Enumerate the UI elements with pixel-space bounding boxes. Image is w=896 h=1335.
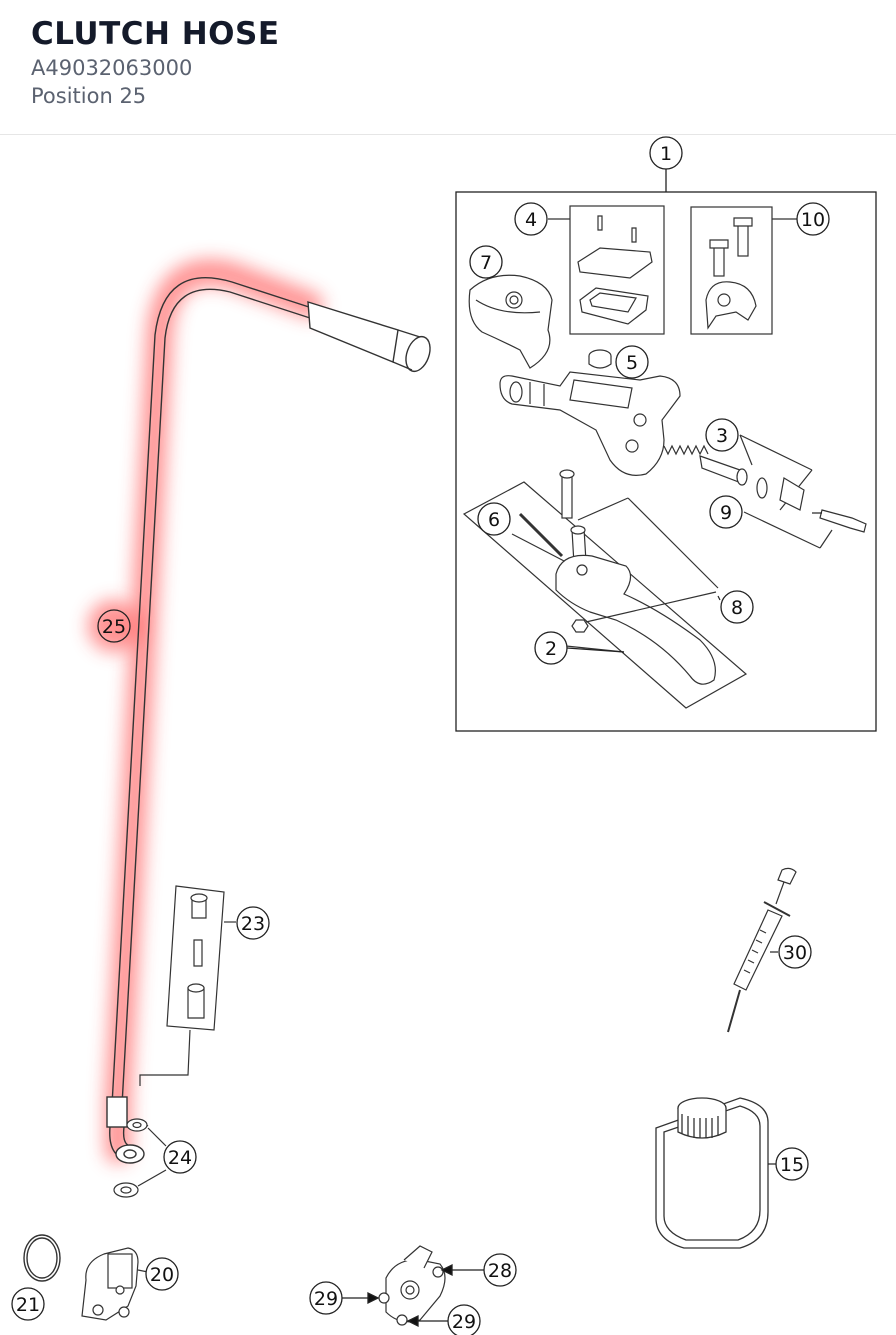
sealing-washers[interactable] — [113, 1118, 167, 1198]
lever-cover[interactable] — [468, 274, 553, 369]
svg-text:20: 20 — [150, 1264, 174, 1286]
hydraulic-fluid-can[interactable] — [655, 1097, 769, 1249]
svg-text:1: 1 — [660, 143, 672, 165]
callout-29-bottom[interactable]: 29 — [447, 1304, 481, 1335]
callout-9[interactable]: 9 — [709, 495, 743, 529]
callout-15[interactable]: 15 — [775, 1147, 809, 1181]
master-cylinder-assembly-box — [455, 168, 877, 732]
svg-text:4: 4 — [525, 209, 537, 231]
callout-28[interactable]: 28 — [483, 1253, 517, 1287]
callout-5[interactable]: 5 — [615, 345, 649, 379]
callout-21[interactable]: 21 — [11, 1287, 45, 1321]
reservoir-cover-kit[interactable] — [548, 205, 665, 335]
slave-cylinder[interactable] — [81, 1247, 149, 1321]
svg-text:6: 6 — [488, 509, 500, 531]
svg-text:7: 7 — [480, 252, 492, 274]
callout-8[interactable]: 8 — [720, 590, 754, 624]
svg-text:30: 30 — [783, 942, 807, 964]
callout-6[interactable]: 6 — [477, 502, 511, 536]
svg-text:28: 28 — [488, 1260, 512, 1282]
reservoir-cap[interactable] — [588, 349, 612, 369]
push-rod[interactable] — [743, 509, 867, 549]
svg-text:21: 21 — [16, 1294, 40, 1316]
callout-3[interactable]: 3 — [705, 418, 739, 452]
bolt-pointers — [342, 1263, 484, 1328]
svg-text:29: 29 — [452, 1311, 476, 1333]
syringe[interactable] — [727, 867, 797, 1033]
bleed-fitting-kit[interactable] — [129, 885, 236, 1127]
callout-10[interactable]: 10 — [796, 202, 830, 236]
callout-1[interactable]: 1 — [649, 136, 683, 170]
svg-text:15: 15 — [780, 1154, 804, 1176]
header: CLUTCH HOSE A49032063000 Position 25 — [0, 0, 896, 135]
clamp-kit[interactable] — [690, 206, 797, 335]
callout-23[interactable]: 23 — [236, 906, 270, 940]
lever-kit[interactable] — [462, 469, 748, 709]
part-number: A49032063000 — [31, 56, 193, 80]
svg-text:8: 8 — [731, 597, 743, 619]
callout-29-left[interactable]: 29 — [309, 1281, 343, 1315]
callout-leaders — [566, 512, 822, 1165]
master-cylinder-body[interactable] — [499, 371, 681, 476]
callout-20[interactable]: 20 — [145, 1257, 179, 1291]
svg-text:10: 10 — [801, 209, 825, 231]
svg-text:24: 24 — [168, 1147, 192, 1169]
callout-24[interactable]: 24 — [163, 1140, 197, 1174]
svg-text:2: 2 — [545, 638, 557, 660]
o-ring[interactable] — [23, 1234, 61, 1282]
part-title: CLUTCH HOSE — [31, 16, 280, 52]
svg-text:3: 3 — [716, 425, 728, 447]
callout-4[interactable]: 4 — [514, 202, 548, 236]
svg-text:29: 29 — [314, 1288, 338, 1310]
callout-25[interactable]: 25 — [97, 609, 131, 643]
svg-text:23: 23 — [241, 913, 265, 935]
svg-text:9: 9 — [720, 502, 732, 524]
clutch-hose[interactable] — [106, 277, 434, 1164]
position-label: Position 25 — [31, 84, 147, 108]
svg-text:5: 5 — [626, 352, 638, 374]
piston-kit[interactable] — [663, 434, 813, 511]
callout-30[interactable]: 30 — [778, 935, 812, 969]
callout-7[interactable]: 7 — [469, 245, 503, 279]
svg-text:25: 25 — [102, 616, 126, 638]
callout-2[interactable]: 2 — [534, 631, 568, 665]
clutch-cover[interactable] — [378, 1245, 446, 1326]
clutch-hose-highlight — [88, 259, 323, 1163]
